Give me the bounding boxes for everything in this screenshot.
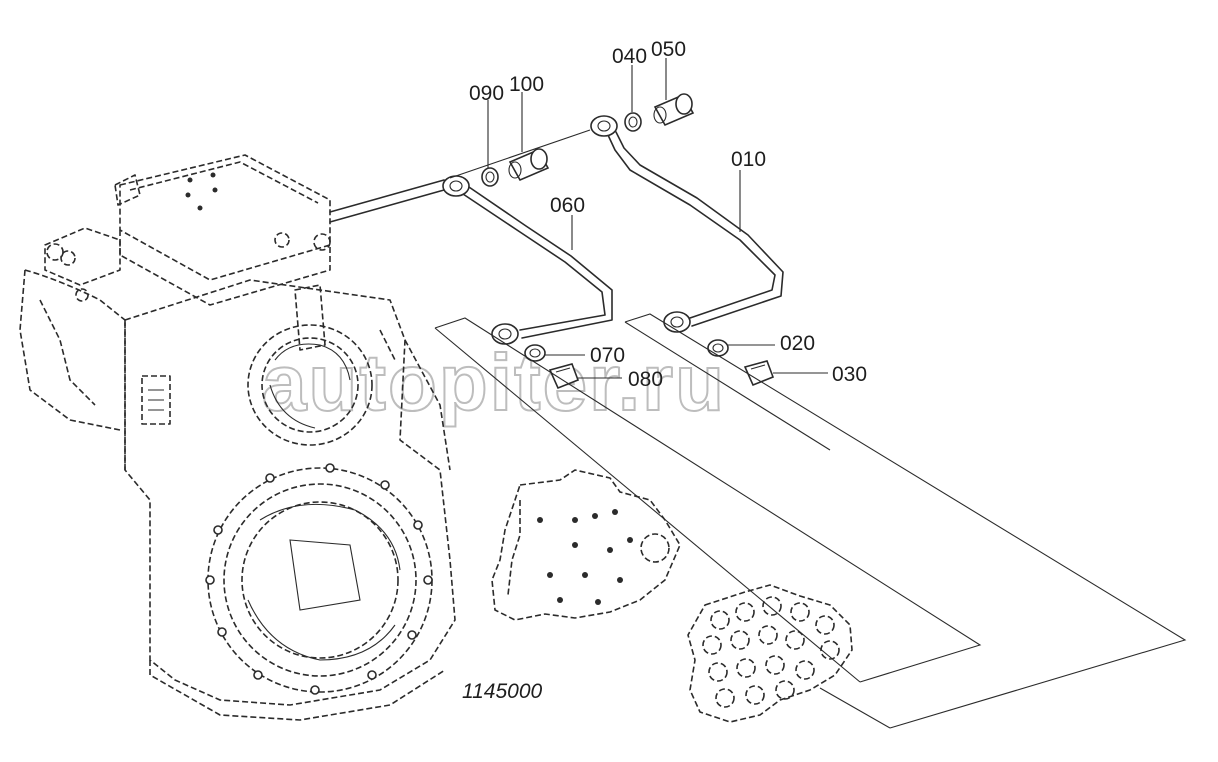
oil-pipe-010 xyxy=(590,115,784,333)
drawing-number: 1145000 xyxy=(462,680,543,703)
transmission-housing xyxy=(19,154,456,721)
bolt-080 xyxy=(548,363,580,390)
valve-plate-1 xyxy=(491,469,681,621)
callout-020: 020 xyxy=(780,332,815,355)
leader-lines xyxy=(487,58,828,379)
callout-050: 050 xyxy=(651,38,686,61)
callout-040: 040 xyxy=(612,45,647,68)
callout-070: 070 xyxy=(590,344,625,367)
washer-070 xyxy=(524,344,546,362)
assembly-line-upper xyxy=(329,179,445,223)
bolt-030 xyxy=(743,360,775,387)
washer-090 xyxy=(481,167,499,187)
bolt-050 xyxy=(653,93,695,127)
bolt-100 xyxy=(508,148,550,182)
callout-060: 060 xyxy=(550,194,585,217)
callout-090: 090 xyxy=(469,82,504,105)
callout-080: 080 xyxy=(628,368,663,391)
oil-pipe-060 xyxy=(442,175,613,345)
callout-010: 010 xyxy=(731,148,766,171)
callout-030: 030 xyxy=(832,363,867,386)
alignment-guides xyxy=(434,313,1187,729)
assembly-line-top xyxy=(449,129,591,179)
valve-plate-2 xyxy=(687,584,853,723)
callout-100: 100 xyxy=(509,73,544,96)
washer-020 xyxy=(707,339,729,357)
washer-040 xyxy=(624,112,642,132)
watermark-text: autopiter.ru xyxy=(262,338,726,427)
